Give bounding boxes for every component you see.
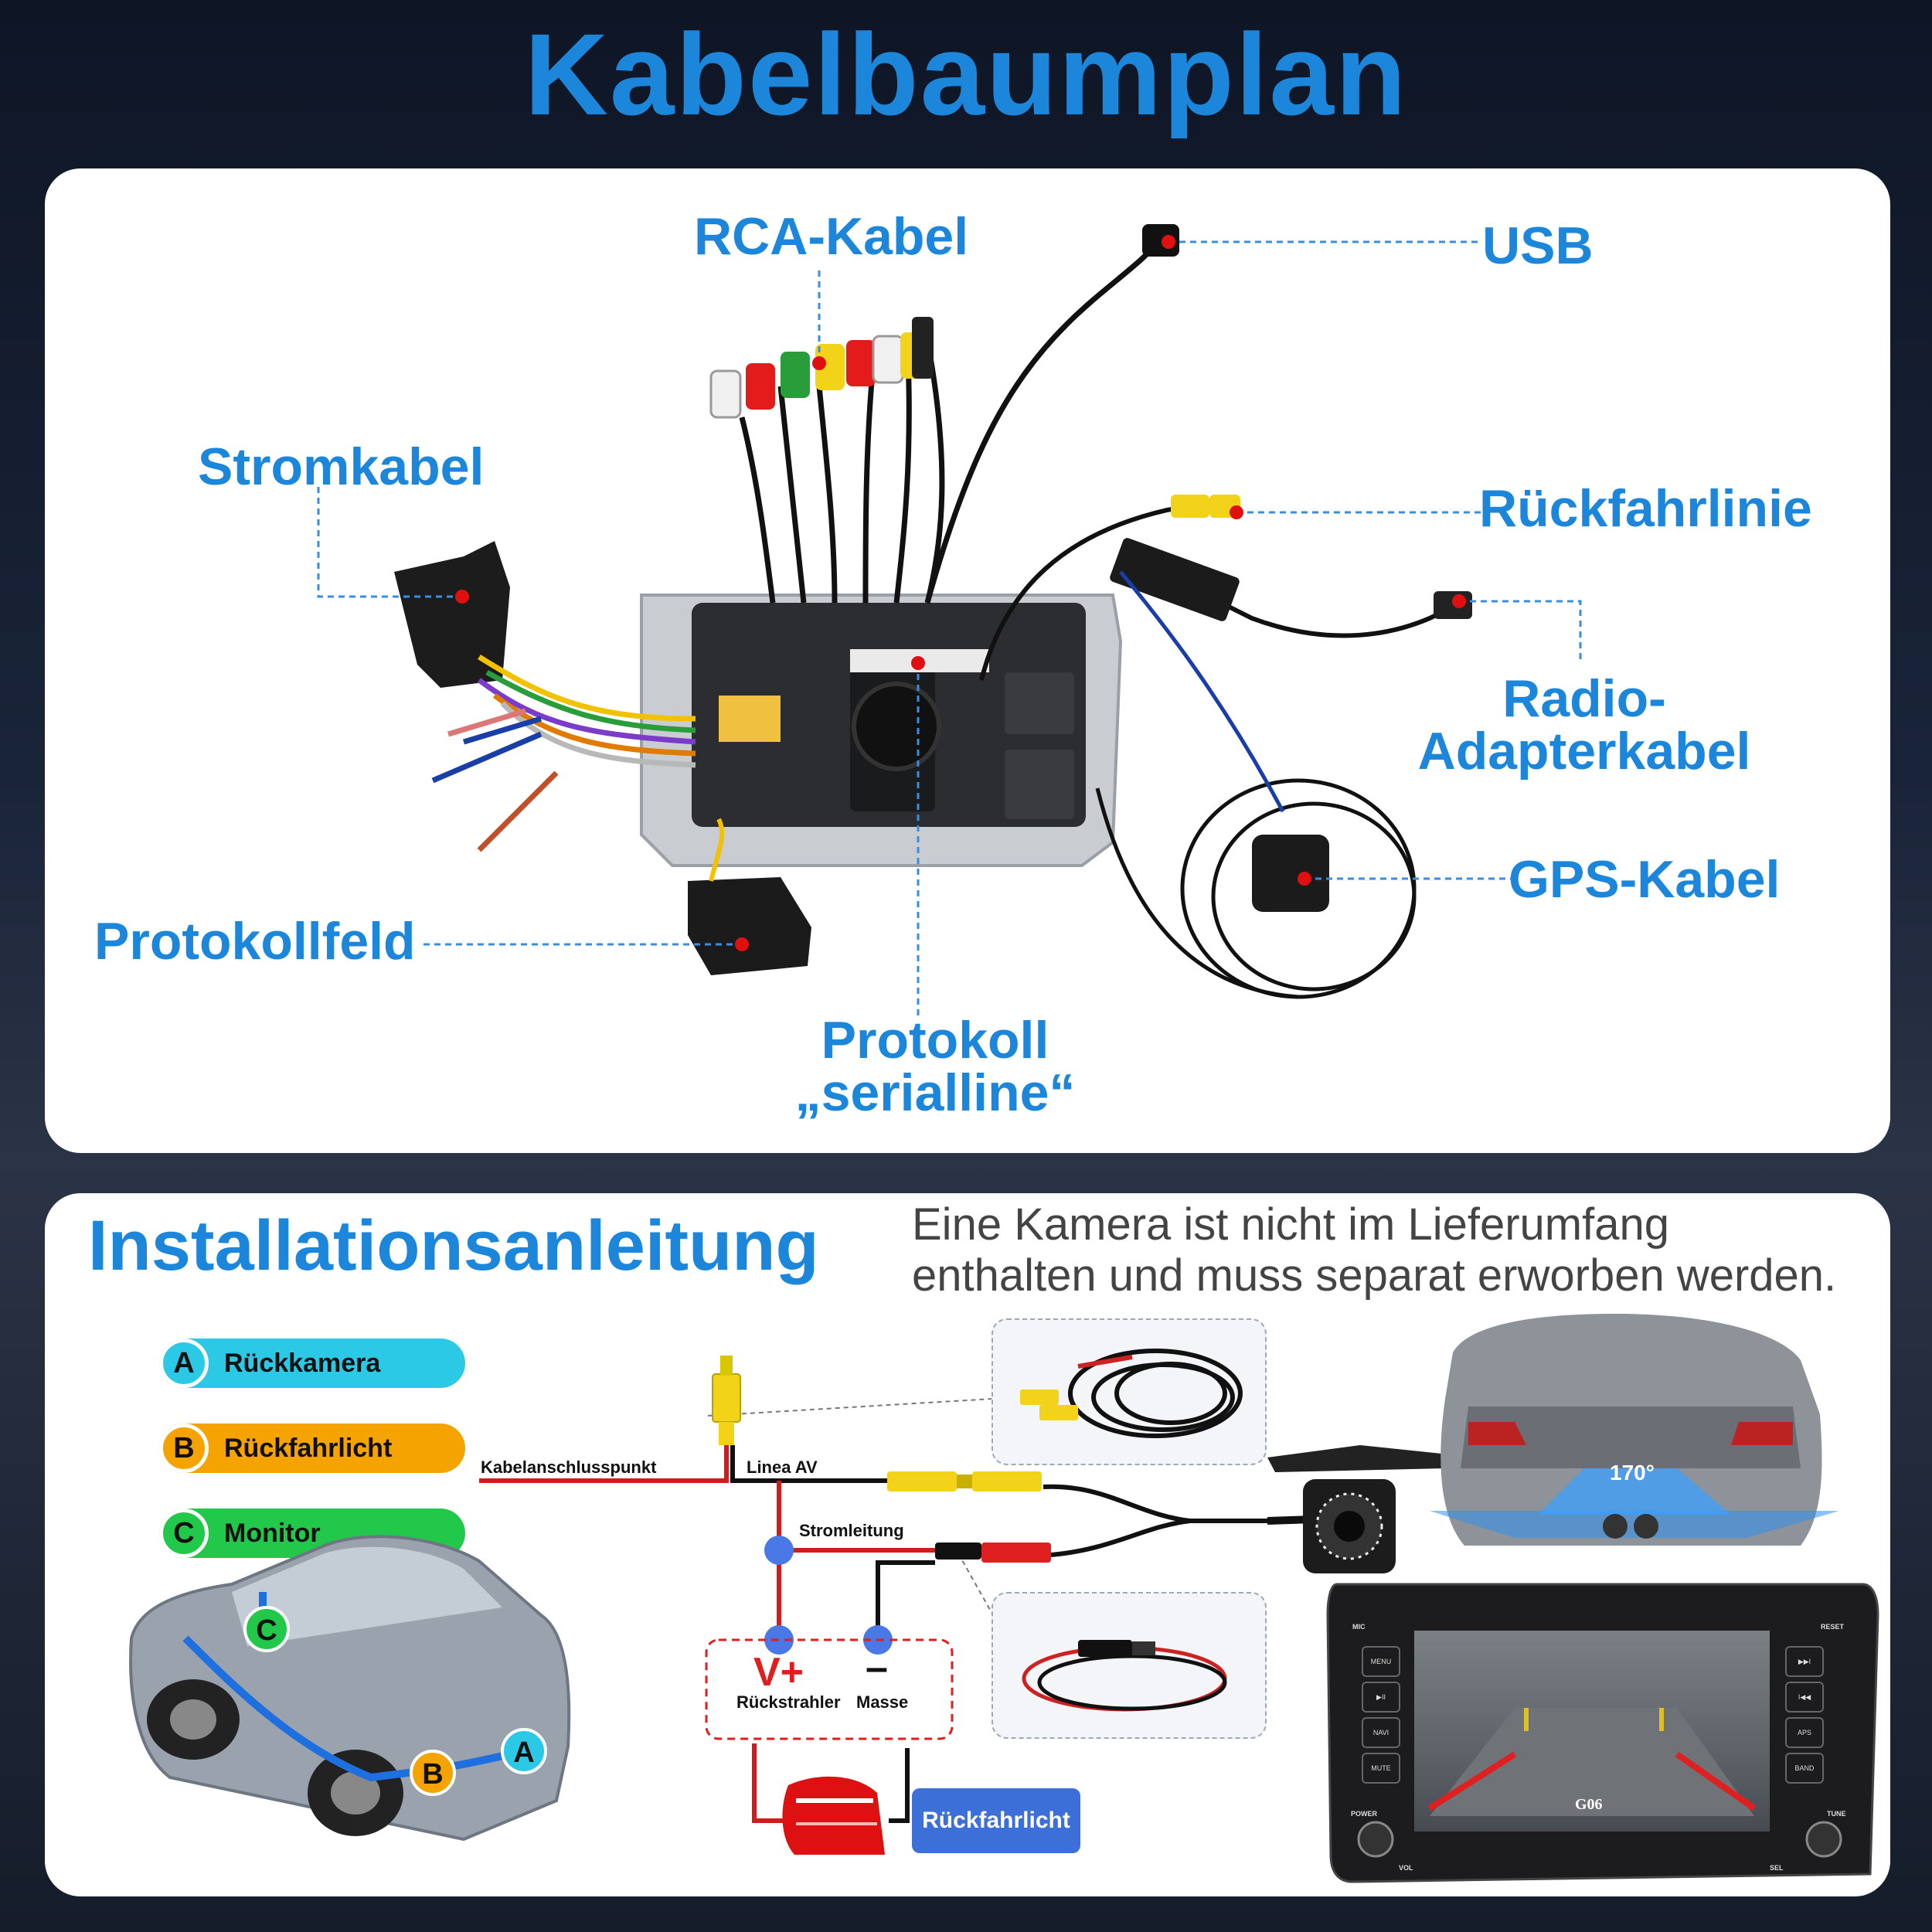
protocol-box-label: Protokollfeld (94, 912, 416, 971)
rca-cable-label: RCA-Kabel (694, 207, 969, 266)
legend-badge-b: B (159, 1423, 209, 1473)
rca-plug-vertical (712, 1355, 741, 1445)
usb-label: USB (1482, 216, 1594, 275)
radio-adapter-box (1110, 538, 1240, 621)
monitor-button-band: BAND (1785, 1753, 1824, 1784)
voltage-box (705, 1638, 954, 1740)
monitor-button-navi: NAVI (1362, 1717, 1400, 1748)
protocol-serial-line2: „serialline“ (794, 1063, 1076, 1122)
monitor-reset-label: RESET (1821, 1623, 1845, 1631)
camera-angle-text: 170° (1610, 1461, 1655, 1485)
monitor-vol-label: VOL (1399, 1864, 1413, 1872)
radio-adapter-label-line2: Adapterkabel (1417, 722, 1751, 781)
protocol-serial-line1: Protokoll (821, 1011, 1049, 1070)
power-line-label: Stromleitung (799, 1521, 904, 1540)
legend-badge-a: A (159, 1338, 209, 1388)
reverse-line-label: Rückfahrlinie (1479, 479, 1812, 538)
rca-plugs (709, 317, 934, 419)
car-marker-b: B (422, 1758, 443, 1791)
usb-cable (924, 238, 1162, 604)
monitor-button-next: ▶▶I (1785, 1646, 1824, 1677)
protocol-box (688, 818, 811, 975)
monitor-right-buttons: ▶▶I I◀◀ APS BAND (1785, 1646, 1824, 1784)
callout-dots (455, 235, 1466, 951)
reverse-light-badge: Rückfahrlicht (912, 1788, 1080, 1853)
monitor-button-prev: I◀◀ (1785, 1682, 1824, 1713)
radio-adapter-label-line1: Radio- (1502, 669, 1666, 728)
power-wires (431, 655, 696, 852)
camera-notice-line2: enthalten und muss separat erworben werd… (912, 1250, 1837, 1301)
connection-point-label: Kabelanschlusspunkt (481, 1458, 657, 1477)
legend-item-a: A Rückkamera (159, 1338, 465, 1388)
radio-adapter-cable (1158, 570, 1454, 638)
protocol-serial-label: Protokoll „serialline“ (773, 1014, 1097, 1119)
monitor-power-label: POWER (1351, 1810, 1378, 1818)
av-cable-image (1020, 1349, 1243, 1438)
vplus-label: V+ (753, 1650, 804, 1695)
installation-title: Installationsanleitung (88, 1206, 819, 1285)
gps-cable-label: GPS-Kabel (1509, 850, 1781, 909)
legend-label-b: Rückfahrlicht (224, 1433, 393, 1463)
monitor-button-menu: MENU (1362, 1646, 1400, 1677)
monitor-button-mute: MUTE (1362, 1753, 1400, 1784)
minus-label: – (866, 1645, 888, 1690)
backup-camera-icon (1267, 1445, 1449, 1573)
power-cable-image (1022, 1640, 1227, 1712)
head-unit-back (640, 594, 1123, 867)
reverse-line-plug (1171, 495, 1209, 518)
car-cutaway-illustration: C B A (129, 1535, 571, 1842)
tail-light-icon (782, 1776, 885, 1855)
schematic-nodes (764, 1536, 893, 1655)
ground-label: Masse (856, 1692, 909, 1712)
wiring-schematic (479, 1398, 1315, 1823)
gps-antenna (1252, 835, 1329, 912)
monitor-tune-label: TUNE (1827, 1810, 1846, 1818)
power-cable-label: Stromkabel (198, 437, 485, 496)
legend-item-b: B Rückfahrlicht (159, 1423, 465, 1473)
monitor-mic-label: MIC (1352, 1623, 1366, 1631)
monitor-button-aps: APS (1785, 1717, 1824, 1748)
power-cable-thumbnail (992, 1592, 1267, 1739)
car-marker-c: C (256, 1614, 277, 1647)
linea-av-label: Linea AV (747, 1458, 818, 1477)
callout-leaders (317, 240, 1582, 1016)
monitor-sel-label: SEL (1770, 1864, 1784, 1872)
radio-adapter-label: Radio- Adapterkabel (1414, 672, 1754, 777)
car-marker-a: A (513, 1736, 534, 1769)
car-rear-illustration (1430, 1314, 1839, 1546)
av-cable-thumbnail (992, 1318, 1267, 1465)
monitor-illustration (1326, 1583, 1879, 1883)
legend-badge-c: C (159, 1509, 209, 1558)
camera-notice-line1: Eine Kamera ist nicht im Lieferumfang (912, 1199, 1669, 1250)
monitor-button-play: ▶II (1362, 1682, 1400, 1713)
monitor-left-buttons: MENU ▶II NAVI MUTE (1362, 1646, 1400, 1784)
monitor-screen-code: G06 (1575, 1796, 1603, 1813)
page-title: Kabelbaumplan (524, 9, 1408, 139)
gps-cable (1095, 570, 1417, 999)
camera-notice: Eine Kamera ist nicht im Lieferumfang en… (912, 1202, 1836, 1304)
power-connector (394, 541, 510, 688)
legend-label-a: Rückkamera (224, 1348, 381, 1378)
inline-rca-connectors (887, 1471, 1051, 1563)
legend-label-c: Monitor (224, 1518, 321, 1548)
reflector-label: Rückstrahler (736, 1692, 841, 1712)
